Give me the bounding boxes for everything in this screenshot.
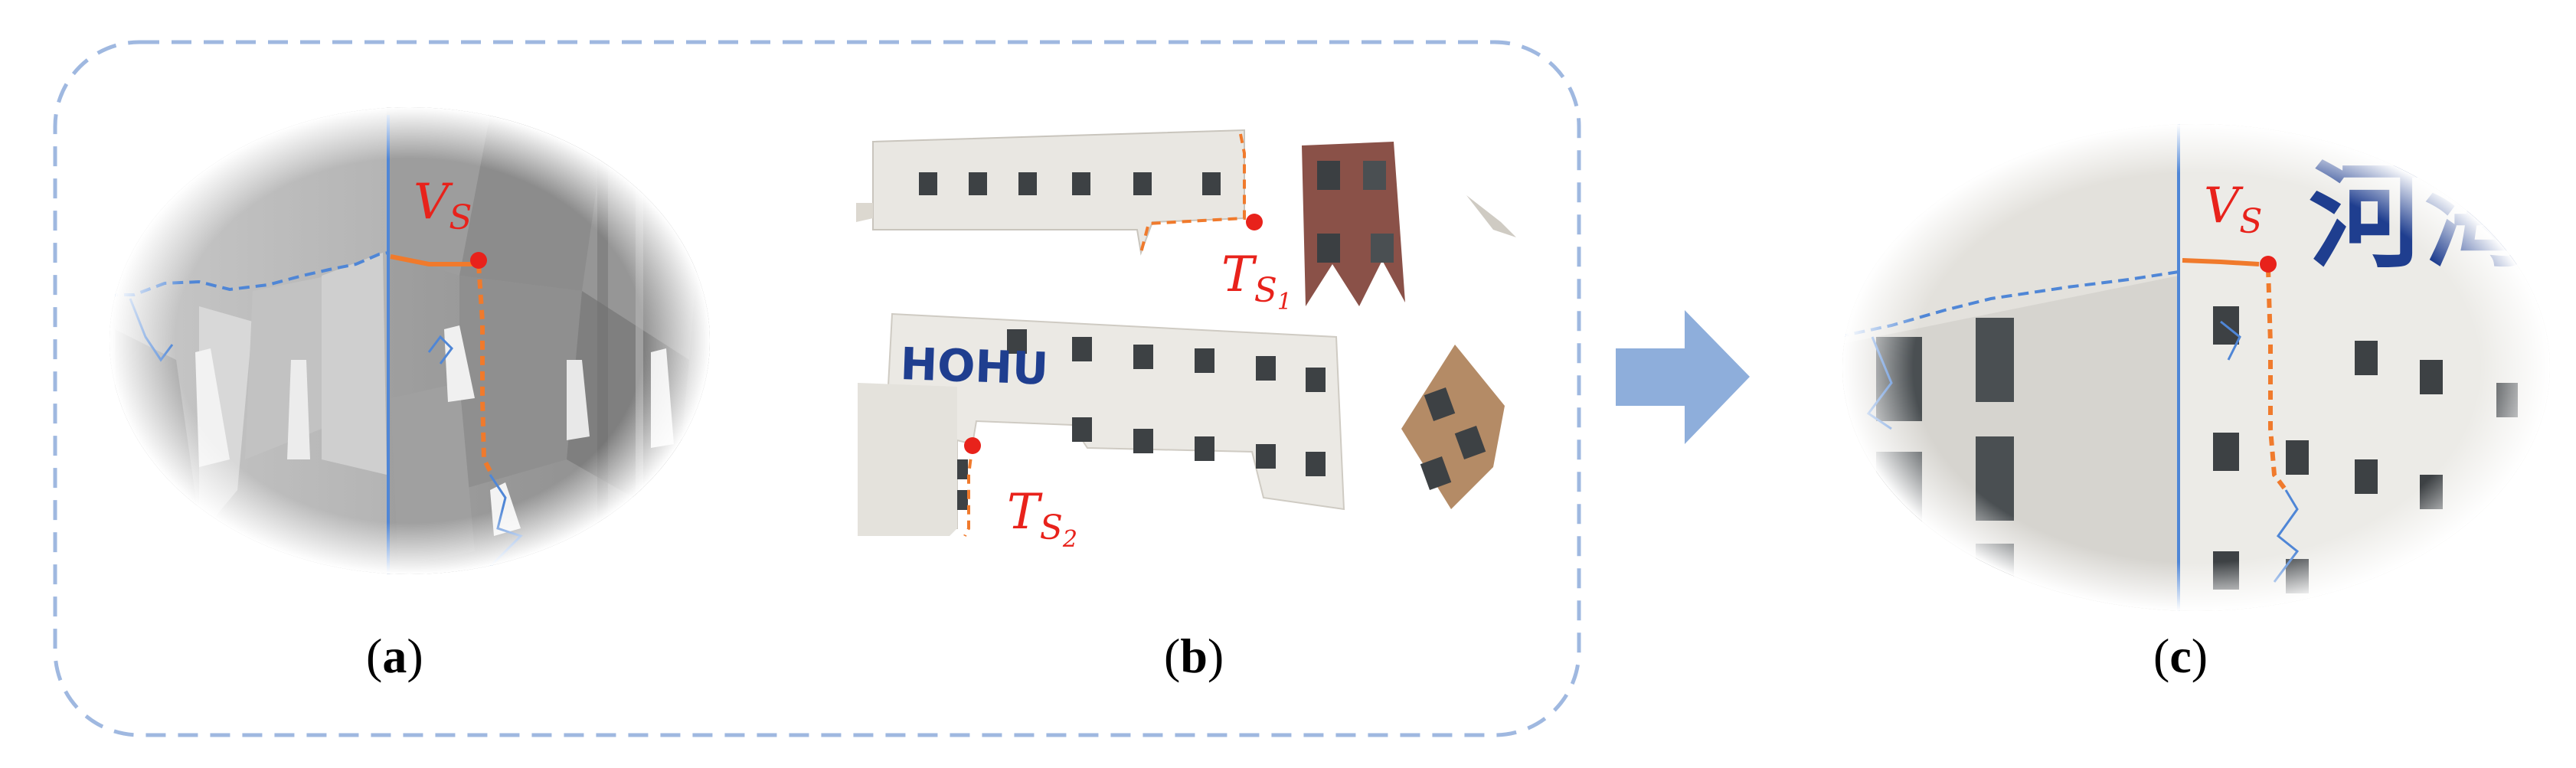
- label-a-letter: a: [382, 629, 407, 683]
- vs-label-c: VS: [2204, 178, 2262, 241]
- panel-a-vignette: [110, 107, 710, 574]
- panel-label-c: (c): [2153, 628, 2208, 685]
- dashed-frame: [53, 40, 1581, 737]
- right-arrow-icon: [1616, 310, 1750, 444]
- label-c-open: (: [2153, 629, 2170, 683]
- hohu-sign: HOHU: [900, 338, 1050, 395]
- vertex-ts2-marker: [964, 437, 981, 454]
- label-b-open: (: [1164, 629, 1181, 683]
- label-c-close: ): [2191, 629, 2208, 683]
- label-a-close: ): [407, 629, 423, 683]
- label-c-letter: c: [2169, 629, 2192, 683]
- texture-patch-tan: [1401, 345, 1505, 509]
- panel-label-a: (a): [366, 628, 423, 685]
- panel-c-vignette: [1842, 124, 2550, 611]
- ts1-label: TS1: [1221, 247, 1292, 315]
- vertex-ts1-marker: [1246, 214, 1263, 230]
- panel-b-textures: TS1 HOHU TS2: [856, 129, 1516, 553]
- vs-label-a: VS: [414, 174, 472, 237]
- panel-label-b: (b): [1164, 628, 1224, 685]
- vertex-vs-marker-a: [470, 252, 487, 269]
- ts2-label: TS2: [1007, 484, 1077, 553]
- label-b-close: ): [1207, 629, 1224, 683]
- vertex-vs-marker-c: [2260, 256, 2277, 273]
- label-b-letter: b: [1180, 629, 1208, 683]
- label-a-open: (: [366, 629, 383, 683]
